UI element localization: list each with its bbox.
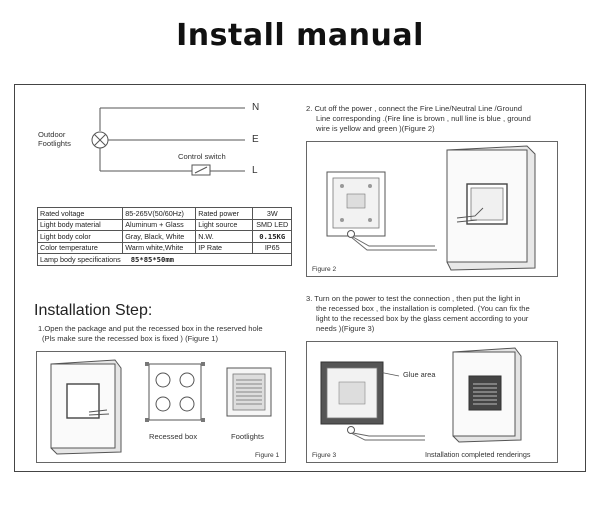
figure-2-label: Figure 2 <box>312 266 337 273</box>
label-e: E <box>252 134 259 145</box>
label-n: N <box>252 102 260 113</box>
step2-line2: Line corresponding .(Fire line is brown … <box>316 114 531 123</box>
table-row: Light body material Aluminum + Glass Lig… <box>36 218 293 231</box>
page-title: Install manual <box>176 18 424 53</box>
spec-table: Rated voltage 85-265V(50/60Hz) Rated pow… <box>36 207 293 266</box>
step3-line4: needs )(Figure 3) <box>316 324 375 333</box>
installation-step-heading: Installation Step: <box>34 302 153 319</box>
label-l: L <box>252 165 258 176</box>
lamp-icon <box>91 131 109 149</box>
installation-completed-label: Installation completed renderings <box>425 450 531 459</box>
footlights-label: Footlights <box>231 432 264 441</box>
recessed-box-label: Recessed box <box>149 432 198 441</box>
step1-line1: 1.Open the package and put the recessed … <box>38 324 263 333</box>
table-row: Rated voltage 85-265V(50/60Hz) Rated pow… <box>36 207 293 220</box>
step2-line1: 2. Cut off the power , connect the Fire … <box>306 104 522 113</box>
step2-line3: wire is yellow and green )(Figure 2) <box>316 124 435 133</box>
step3-line3: light to the recessed box by the glass c… <box>316 314 529 323</box>
table-row: Lamp body specifications 85*85*50mm <box>36 253 293 266</box>
figure-1: Recessed box Footlights Figure 1 <box>36 351 286 463</box>
figure-3-label: Figure 3 <box>312 452 337 459</box>
figure-2: Figure 2 <box>306 141 558 277</box>
outdoor-footlights-label: Outdoor Footlights <box>38 130 71 149</box>
table-row: Color temperature Warm white,White IP Ra… <box>36 241 293 254</box>
step3-line2: the recessed box , the installation is c… <box>316 304 530 313</box>
figure-3: Glue area Installation completed renderi… <box>306 341 558 463</box>
step1-line2: (Pls make sure the recessed box is fixed… <box>42 334 218 343</box>
wiring-diagram <box>91 107 245 176</box>
step3-line1: 3. Turn on the power to test the connect… <box>306 294 521 303</box>
glue-area-label: Glue area <box>403 370 436 379</box>
manual-frame <box>14 84 586 472</box>
figure-1-label: Figure 1 <box>255 452 280 459</box>
control-switch-label: Control switch <box>178 152 226 161</box>
table-row: Light body color Gray, Black, White N.W.… <box>36 230 293 243</box>
